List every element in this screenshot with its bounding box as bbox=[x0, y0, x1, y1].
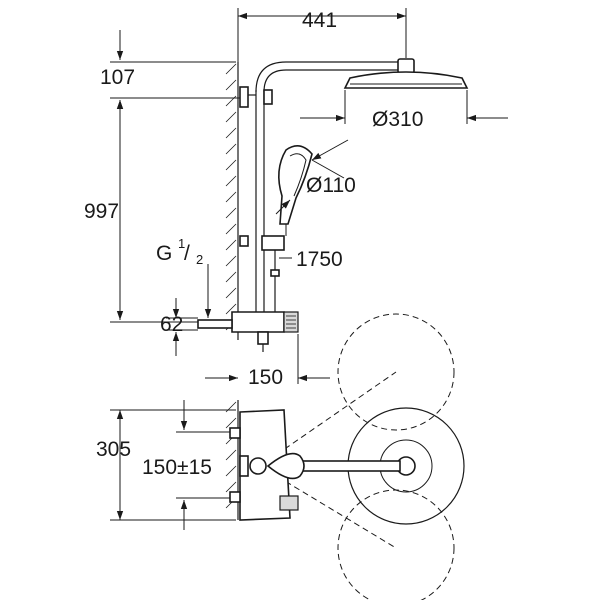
thread-slash: / bbox=[184, 242, 190, 265]
inlet-connector bbox=[197, 319, 233, 329]
hand-shower-top bbox=[266, 452, 305, 480]
dim-inlet-spacing: 150±15 bbox=[142, 456, 212, 479]
thread-den: 2 bbox=[196, 252, 203, 267]
top-view bbox=[225, 313, 465, 600]
swivel-position-top bbox=[337, 313, 455, 431]
thread-num: 1 bbox=[178, 236, 185, 251]
thermostat bbox=[231, 311, 299, 352]
riser-pipe bbox=[255, 61, 400, 312]
thread-main: G bbox=[156, 242, 172, 265]
wall-front bbox=[225, 62, 239, 340]
dim-thermostat-depth: 150 bbox=[248, 366, 283, 389]
dim-bottom-height: 305 bbox=[96, 438, 131, 461]
head-shower bbox=[343, 58, 469, 89]
dim-top-offset: 107 bbox=[100, 66, 135, 89]
bracket-knob bbox=[263, 89, 273, 105]
hose-elbow bbox=[270, 250, 280, 312]
slider bbox=[261, 235, 285, 251]
dim-head-diameter: Ø310 bbox=[372, 108, 423, 131]
dim-hand-shower-diameter: Ø110 bbox=[306, 174, 356, 197]
swivel-position-bottom bbox=[337, 489, 455, 600]
front-view bbox=[197, 58, 469, 352]
dim-hose-length: 1750 bbox=[296, 248, 343, 271]
dim-total-height: 997 bbox=[84, 200, 119, 223]
dim-inlet-height: 62 bbox=[160, 313, 183, 336]
dim-thread: G 1 / 2 bbox=[156, 236, 203, 267]
slider-knob bbox=[239, 235, 249, 247]
wall-bracket bbox=[239, 86, 249, 108]
dim-arm-length: 441 bbox=[302, 9, 337, 32]
dimension-lines bbox=[110, 8, 508, 530]
